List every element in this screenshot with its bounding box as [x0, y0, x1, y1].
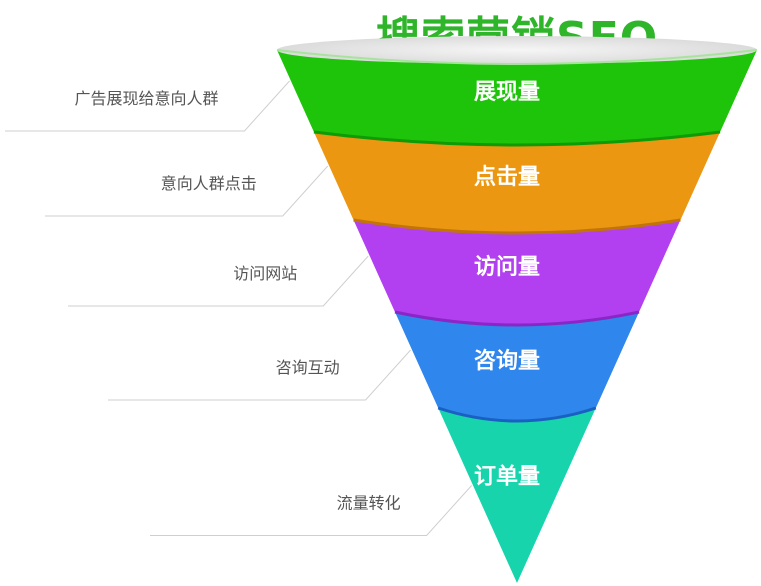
funnel-rim-edge: [276, 49, 758, 65]
description-labels: 流量转化 咨询互动 访问网站 意向人群点击 广告展现给意向人群: [74, 89, 400, 513]
funnel-layer: [438, 408, 596, 583]
funnel-layer-edge: [313, 130, 721, 147]
funnel-layers: [276, 36, 758, 583]
leader-line: [5, 80, 290, 132]
leader-line: [150, 485, 472, 536]
stage-label: 展现量: [474, 80, 540, 105]
stage-description: 咨询互动: [276, 358, 340, 377]
funnel-layer-edge: [353, 218, 681, 235]
stage-description: 访问网站: [233, 264, 297, 283]
stage-label: 咨询量: [474, 348, 540, 374]
stage-label: 访问量: [474, 254, 540, 280]
funnel-layer: [394, 312, 640, 421]
stage-description: 广告展现给意向人群: [74, 89, 218, 108]
funnel-rim: [277, 36, 757, 64]
funnel-layer-edge: [437, 406, 597, 423]
stage-description: 流量转化: [337, 494, 401, 513]
stage-labels: 订单量 咨询量 访问量 点击量 展现量: [474, 80, 540, 490]
stage-label: 点击量: [474, 164, 540, 190]
leader-line: [45, 165, 329, 217]
leader-lines: [5, 80, 472, 536]
stage-description: 意向人群点击: [161, 174, 257, 193]
funnel-layer: [313, 132, 721, 233]
stage-label: 订单量: [474, 465, 540, 490]
funnel-layer-edge: [394, 310, 640, 327]
funnel-layer: [277, 50, 757, 145]
leader-line: [108, 349, 411, 401]
funnel-layer: [353, 220, 681, 325]
leader-line: [68, 255, 369, 307]
